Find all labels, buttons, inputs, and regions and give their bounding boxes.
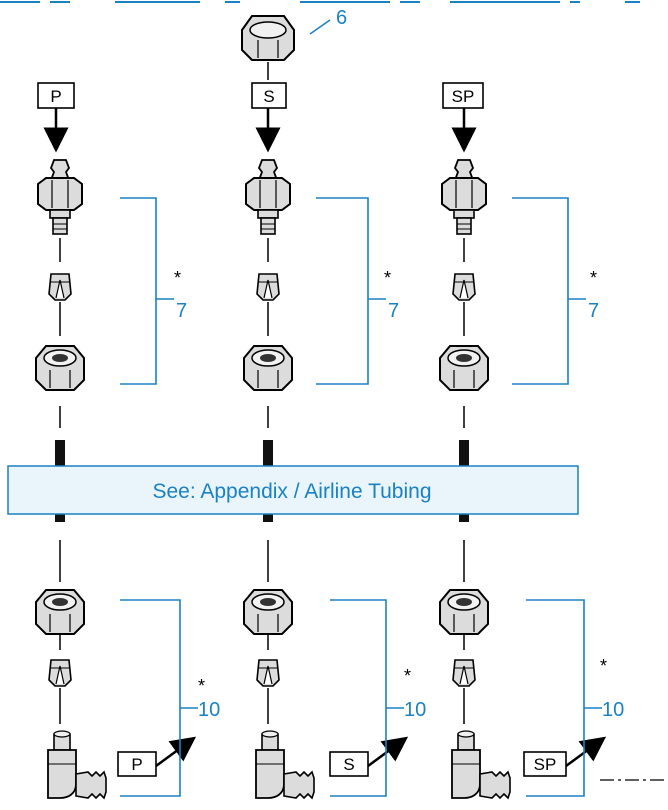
lower-callout-p: 10 [198,699,220,721]
input-label-box-p [37,82,75,109]
output-label-box-sp [523,751,567,777]
output-arrow-sp [565,736,607,768]
compression-nut-s [243,345,293,391]
input-label-s: S [263,87,274,106]
lower-nut-s [243,589,293,635]
column-p: P P * 7 * 10 [35,82,220,799]
lower-bracket-sp [526,599,585,797]
lower-callout-s: 10 [404,699,426,721]
output-label-sp: SP [534,755,557,774]
elbow-fitting-sp [451,730,511,799]
input-label-sp: SP [452,87,475,106]
cap-callout-leader [309,19,331,35]
upper-asterisk-s: * [384,268,391,288]
tubing-reference-banner: See: Appendix / Airline Tubing [7,465,579,515]
input-label-box-s [251,82,287,109]
output-label-box-p [117,751,157,777]
tube-p-bottom [55,512,65,522]
tube-sp-top [459,440,469,470]
lower-ferrule-p [48,659,72,687]
lower-nut-sp [439,589,489,635]
upper-asterisk-p: * [174,268,181,288]
tube-sp-bottom [459,512,469,522]
output-label-box-s [329,751,369,777]
lower-nut-p [35,589,85,635]
fitting-p [37,159,83,235]
tube-s-top [263,440,273,470]
elbow-fitting-s [255,730,315,799]
compression-nut-sp [439,345,489,391]
lower-callout-sp: 10 [602,699,624,721]
upper-callout-p: 7 [176,300,187,322]
ferrule-sp [452,273,476,301]
cap-nut [241,15,295,61]
lower-bracket-s [330,599,387,797]
elbow-fitting-p [47,730,107,799]
tube-p-top [55,440,65,470]
upper-bracket-p [120,197,157,385]
banner-text: See: Appendix / Airline Tubing [152,480,431,503]
fitting-sp [441,159,487,235]
ferrule-s [256,273,280,301]
lower-asterisk-p: * [198,676,205,696]
column-s: S S * 7 * 10 [243,82,426,799]
lower-asterisk-s: * [404,666,411,686]
output-arrow-p [155,736,197,768]
upper-callout-s: 7 [388,300,399,322]
lower-asterisk-sp: * [600,656,607,676]
output-label-p: P [131,755,142,774]
input-label-box-sp [442,82,484,109]
tube-s-bottom [263,512,273,522]
cap-callout-number: 6 [336,7,347,29]
upper-callout-sp: 7 [588,300,599,322]
column-sp: SP SP * 7 * 10 [439,82,624,799]
upper-bracket-s [316,197,369,385]
lower-ferrule-sp [452,659,476,687]
output-arrow-s [367,736,409,768]
ferrule-p [48,273,72,301]
output-label-s: S [343,755,354,774]
upper-asterisk-sp: * [590,268,597,288]
upper-bracket-sp [512,197,569,385]
input-label-p: P [50,87,61,106]
lower-bracket-p [120,599,181,797]
compression-nut-p [35,345,85,391]
lower-ferrule-s [256,659,280,687]
fitting-s [245,159,291,235]
